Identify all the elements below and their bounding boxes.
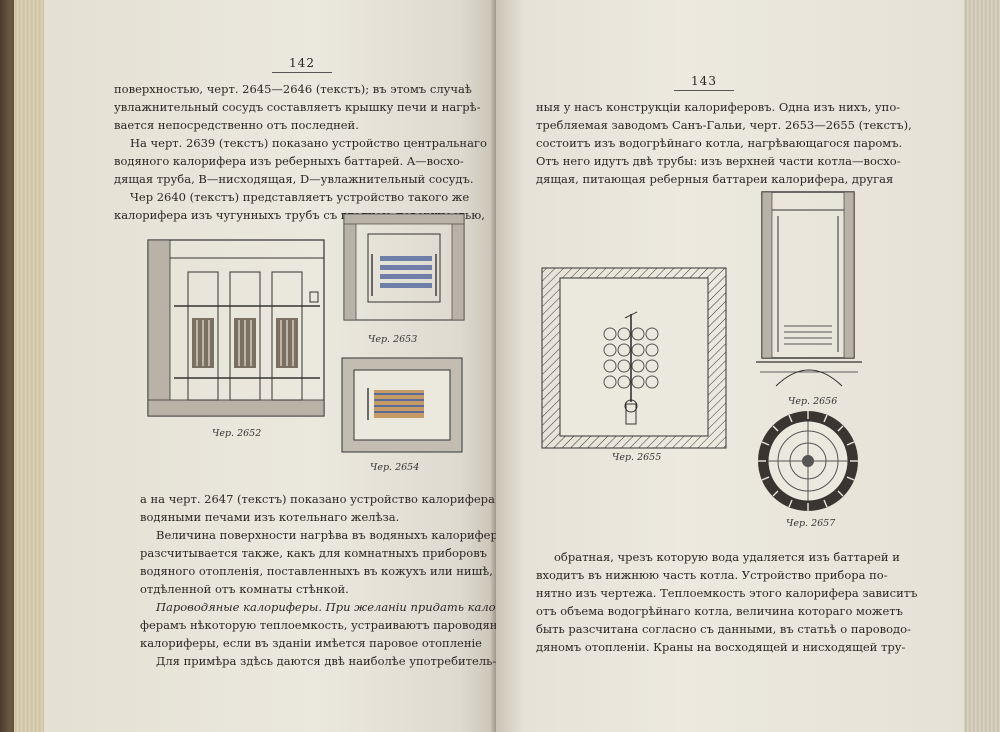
text-line: Пароводяные калориферы. При желаніи прид… [156,600,515,614]
figure-2656 [756,186,862,392]
caption-2657: Чер. 2657 [786,518,836,529]
text-line: обратная, чрезъ которую вода удаляется и… [554,550,900,564]
caption-2652: Чер. 2652 [212,428,262,439]
text-line: вается непосредственно отъ последней. [114,118,359,132]
page-number-left: 142 [289,56,315,70]
text-line: дящая, питающая реберныя баттареи калори… [536,172,894,186]
text-line: водяного калорифера изъ реберныхъ баттар… [114,154,464,168]
text-line: калориферы, если въ зданіи имѣется паров… [140,636,482,650]
caption-2656: Чер. 2656 [788,396,838,407]
text-line: Величина поверхности нагрѣва въ водяныхъ… [156,528,519,542]
text-line: требляемая заводомъ Санъ-Гальи, черт. 26… [536,118,912,132]
text-line: быть разсчитана согласно съ данными, въ … [536,622,911,636]
figure-2654 [340,356,464,454]
text-line: ферамъ нѣкоторую теплоемкость, устраиваю… [140,618,514,632]
text-line: дяномъ отопленіи. Краны на восходящей и … [536,640,906,654]
text-line: разсчитывается также, какъ для комнатных… [140,546,487,560]
figure-2657 [752,408,864,514]
text-line: отдѣленной отъ комнаты стѣнкой. [140,582,349,596]
text-line: состоитъ изъ водогрѣйнаго котла, нагрѣва… [536,136,903,150]
folio-rule-left [272,72,332,73]
text-line: Чер 2640 (текстъ) представляетъ устройст… [130,190,470,204]
text-line: а на черт. 2647 (текстъ) показано устрой… [140,492,513,506]
text-line: Для примѣра здѣсь даются двѣ наиболѣе уп… [156,654,497,668]
right-page: 143 ныя у насъ конструкціи калориферовъ.… [496,0,966,732]
text-line: входитъ въ нижнюю часть котла. Устройств… [536,568,888,582]
page-number-right: 143 [691,74,717,88]
text-line: отъ объема водогрѣйнаго котла, величина … [536,604,903,618]
caption-2653: Чер. 2653 [368,334,418,345]
left-page-edges [14,0,48,732]
text-line: водяными печами изъ котельнаго желѣза. [140,510,400,524]
figure-2653 [342,210,466,324]
text-line: На черт. 2639 (текстъ) показано устройст… [130,136,487,150]
text-line: ныя у насъ конструкціи калориферовъ. Одн… [536,100,901,114]
text-line: увлажнительный сосудъ составляетъ крышку… [114,100,481,114]
text-line: Отъ него идутъ двѣ трубы: изъ верхней ча… [536,154,901,168]
caption-2655: Чер. 2655 [612,452,662,463]
right-page-edges [964,0,1000,732]
text-line: нятно изъ чертежа. Теплоемкость этого ка… [536,586,918,600]
text-line: водяного отопленія, поставленныхъ въ кож… [140,564,493,578]
left-page: 142 поверхностью, черт. 2645—2646 (текст… [44,0,519,732]
text-line: поверхностью, черт. 2645—2646 (текстъ); … [114,82,472,96]
figure-2655 [540,266,730,450]
folio-rule-right [674,90,734,91]
figure-2652 [144,232,329,422]
text-line: дящая труба, B—нисходящая, D—увлажнитель… [114,172,474,186]
caption-2654: Чер. 2654 [370,462,420,473]
